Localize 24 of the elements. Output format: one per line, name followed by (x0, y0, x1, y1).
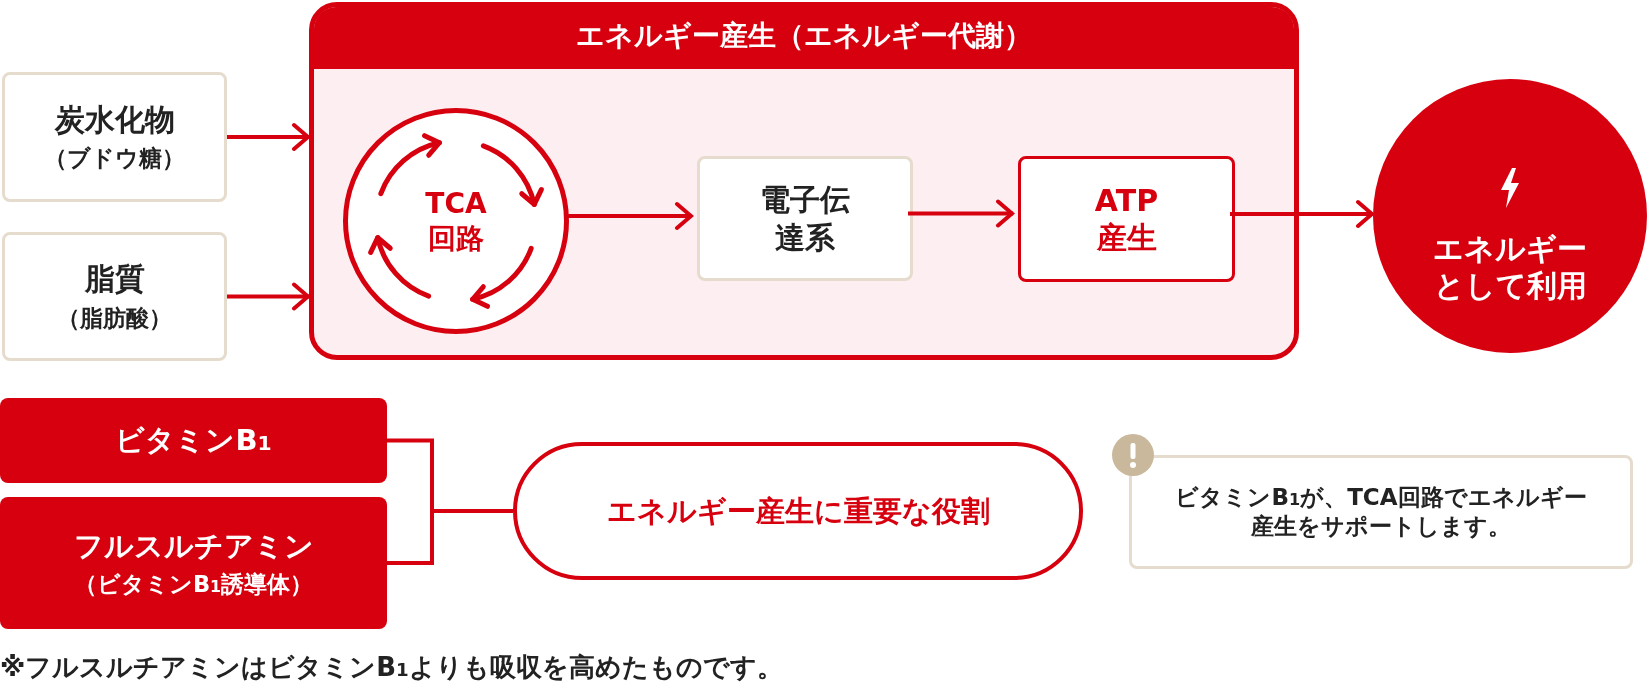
node-label: ATP産生 (1093, 181, 1160, 257)
panel-heading: エネルギー産生（エネルギー代謝） (314, 7, 1294, 69)
node-label: エネルギーとして利用 (1432, 229, 1588, 305)
source-box (2, 72, 227, 202)
node-sublabel: （脂肪酸） (57, 303, 172, 333)
nutrient-box (0, 497, 387, 629)
process-panel (309, 2, 1299, 360)
node-label: フルスルチアミン (73, 527, 314, 564)
connector-line (387, 509, 513, 565)
node-label: エネルギー産生に重要な役割 (606, 492, 990, 530)
arrow (227, 123, 310, 151)
source-box (2, 232, 227, 361)
nutrient-box (0, 398, 387, 483)
node-label: 脂質 (84, 260, 145, 298)
arrow (908, 199, 1014, 228)
output-box (1018, 156, 1235, 282)
arrow (1230, 200, 1374, 228)
node-label: TCA回路 (424, 186, 488, 256)
note-box (1129, 455, 1633, 569)
node-label: 電子伝達系 (759, 181, 851, 256)
node-label: 炭水化物 (54, 100, 175, 139)
node-sublabel: （ブドウ糖） (44, 144, 185, 174)
source-box (697, 156, 913, 281)
arrow (227, 282, 310, 311)
